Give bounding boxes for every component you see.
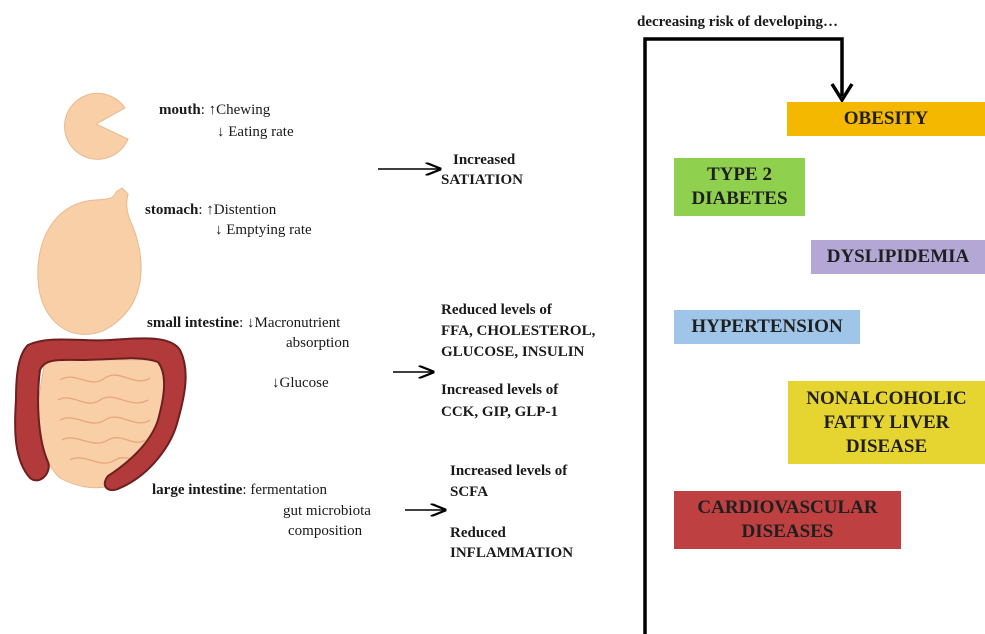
disease-cardiovascular: CARDIOVASCULAR DISEASES	[674, 491, 901, 549]
risk-bracket-arrow	[643, 37, 844, 634]
disease-nafld: NONALCOHOLIC FATTY LIVER DISEASE	[788, 381, 985, 464]
disease-type-2-diabetes: TYPE 2 DIABETES	[674, 158, 805, 216]
risk-heading: decreasing risk of developing…	[637, 14, 838, 30]
inflammation-line2: INFLAMMATION	[450, 545, 574, 561]
large-intestine-line3: composition	[288, 523, 363, 539]
satiation-line1: Increased	[453, 152, 516, 168]
stomach-line2: ↓ Emptying rate	[215, 222, 312, 238]
stomach-label: stomach: ↑Distention	[145, 200, 276, 221]
mouth-icon	[64, 92, 129, 160]
large-intestine-line1: : fermentation	[242, 482, 327, 498]
mouth-label: mouth: ↑Chewing	[159, 100, 270, 121]
small-intestine-label: small intestine: ↓Macronutrient	[147, 313, 340, 334]
stomach-name: stomach	[145, 202, 199, 218]
stomach-line1: : ↑Distention	[198, 202, 277, 218]
mouth-line2: ↓ Eating rate	[217, 124, 294, 140]
scfa-line1: Increased levels of	[450, 463, 568, 479]
satiation-line2: SATIATION	[441, 172, 523, 188]
large-intestine-name: large intestine	[152, 482, 243, 498]
inflammation-line1: Reduced	[450, 525, 506, 541]
large-intestine-icon	[14, 337, 187, 492]
disease-dyslipidemia: DYSLIPIDEMIA	[811, 240, 985, 274]
stomach-icon	[37, 187, 142, 335]
scfa-line2: SCFA	[450, 484, 489, 500]
disease-obesity: OBESITY	[787, 102, 985, 136]
small-intestine-line2: absorption	[286, 335, 350, 351]
reduced-levels-line1: Reduced levels of	[441, 302, 552, 318]
large-intestine-label: large intestine: fermentation	[152, 480, 327, 501]
disease-hypertension: HYPERTENSION	[674, 310, 860, 344]
small-intestine-name: small intestine	[147, 315, 240, 331]
reduced-levels-line3: GLUCOSE, INSULIN	[441, 344, 585, 360]
reduced-levels-line2: FFA, CHOLESTEROL,	[441, 323, 596, 339]
small-intestine-line3: ↓Glucose	[272, 375, 329, 391]
risk-arrowhead-icon	[830, 83, 854, 104]
mouth-line1: : ↑Chewing	[200, 102, 271, 118]
increased-levels-line2: CCK, GIP, GLP-1	[441, 404, 558, 420]
small-intestine-line1: : ↓Macronutrient	[239, 315, 341, 331]
increased-levels-line1: Increased levels of	[441, 382, 559, 398]
large-intestine-line2: gut microbiota	[283, 503, 371, 519]
mouth-name: mouth	[159, 102, 201, 118]
